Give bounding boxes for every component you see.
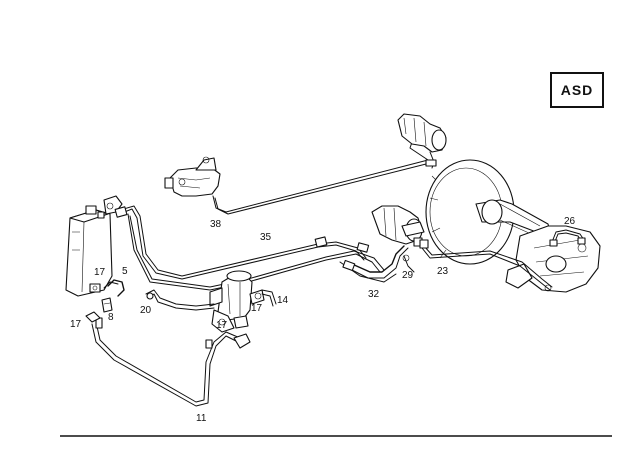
callout-17: 17	[251, 303, 263, 314]
asd-label: ASD	[560, 82, 594, 98]
lines-32-29	[339, 242, 415, 283]
callout-38: 38	[210, 219, 222, 230]
fitting-8	[101, 297, 113, 313]
pump-assembly	[209, 270, 265, 333]
rear-actuator-upper	[397, 113, 447, 169]
reservoir	[65, 195, 123, 297]
callout-11: 11	[196, 413, 207, 424]
callout-17: 17	[94, 267, 106, 278]
line-26	[549, 229, 586, 247]
callout-20: 20	[140, 305, 152, 316]
callout-23: 23	[437, 266, 449, 277]
callout-32: 32	[368, 289, 380, 300]
callout-17: 17	[70, 319, 82, 330]
callout-17: 17	[216, 320, 228, 331]
line-mid-parallel	[127, 213, 385, 291]
clip-17	[85, 311, 101, 323]
callout-5: 5	[122, 266, 128, 277]
line-11	[91, 317, 251, 407]
callout-26: 26	[564, 216, 576, 227]
line-35	[114, 205, 367, 280]
line-23	[419, 239, 553, 292]
callout-29: 29	[402, 270, 414, 281]
callout-8: 8	[108, 312, 114, 323]
rear-axle-housing	[505, 225, 601, 293]
line-20	[145, 289, 215, 311]
rear-actuator-mid	[371, 205, 425, 247]
line-38	[212, 141, 431, 215]
fitting-5	[89, 279, 125, 297]
asd-badge: ASD	[550, 72, 604, 108]
callout-14: 14	[277, 295, 289, 306]
callout-35: 35	[260, 232, 272, 243]
line-14	[261, 289, 277, 307]
valve-block-left	[164, 156, 221, 197]
